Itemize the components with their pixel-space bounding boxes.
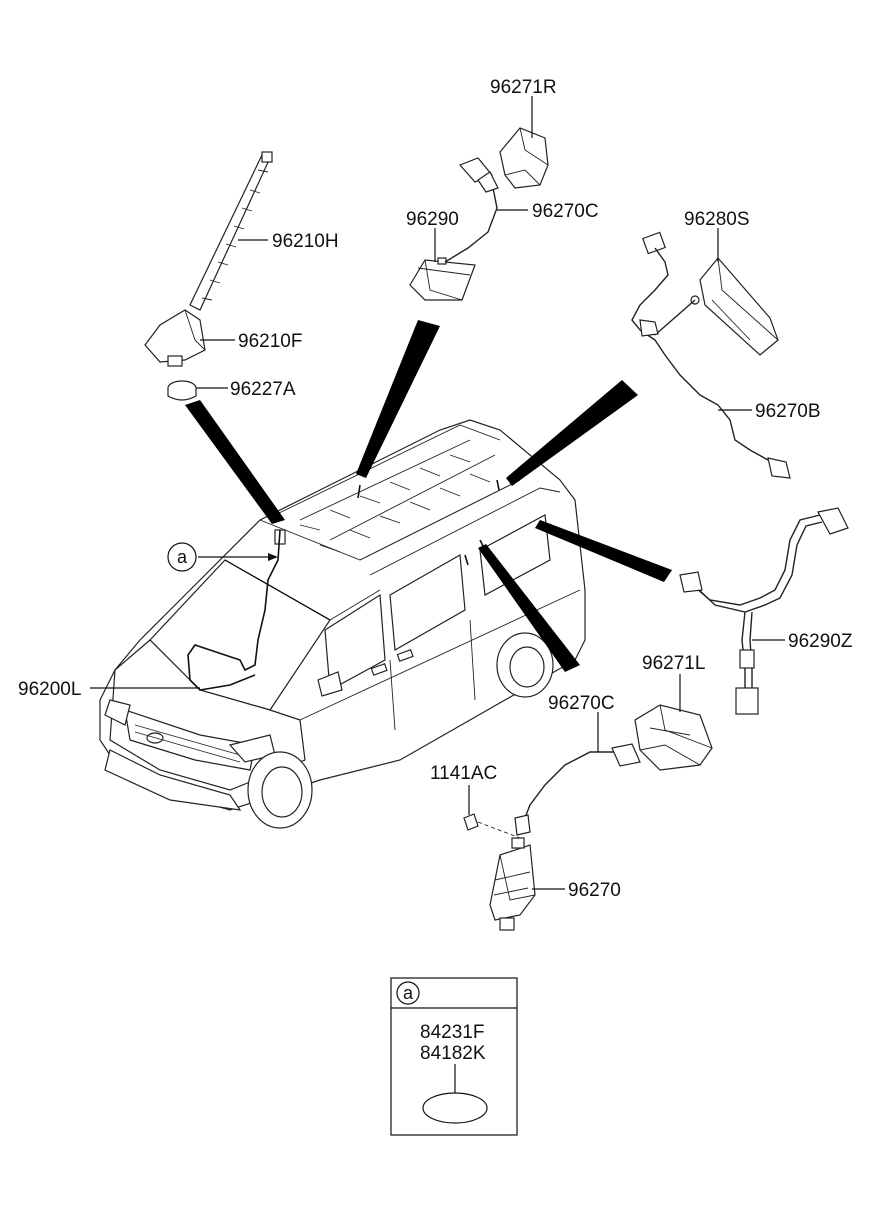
cable-96270b — [631, 247, 791, 479]
label-96270b: 96270B — [755, 401, 821, 422]
antenna-base — [144, 309, 206, 367]
label-96270: 96270 — [568, 880, 621, 901]
antenna-nut — [167, 380, 197, 401]
antenna-mast — [189, 151, 273, 311]
callout-a-symbol: a — [177, 547, 188, 567]
callout-a: a — [167, 542, 197, 572]
label-96210h: 96210H — [272, 231, 339, 252]
label-1141ac: 1141AC — [430, 763, 497, 784]
harness-96290z — [679, 507, 849, 715]
bracket-96271l — [634, 704, 713, 771]
screw-1141ac — [463, 813, 521, 839]
label-96210f: 96210F — [238, 331, 302, 352]
label-96290z: 96290Z — [788, 631, 853, 652]
label-96271r: 96271R — [490, 77, 557, 98]
leader-lines — [90, 96, 785, 890]
label-84231f: 84231F — [420, 1022, 484, 1043]
label-96270c-bottom: 96270C — [548, 693, 615, 714]
label-84182k: 84182K — [420, 1043, 486, 1064]
label-96271l: 96271L — [642, 653, 705, 674]
pointer-wedges — [185, 320, 672, 672]
cable-96270c-top — [444, 157, 499, 263]
cable-96270c-bottom — [514, 743, 641, 836]
label-96280s: 96280S — [684, 209, 750, 230]
module-96290 — [409, 257, 476, 301]
bracket-96271r — [499, 127, 549, 189]
van-illustration — [99, 419, 586, 829]
module-96270 — [489, 837, 536, 931]
module-96280s — [642, 231, 779, 356]
label-96227a: 96227A — [230, 379, 296, 400]
label-96200l: 96200L — [18, 679, 81, 700]
label-96290: 96290 — [406, 209, 459, 230]
plug-cap-shape — [422, 1092, 488, 1124]
label-96270c-top: 96270C — [532, 201, 599, 222]
part-labels: 96271R 96270C 96290 96280S 96210H 96210F… — [18, 77, 853, 1064]
legend-box: a — [390, 977, 518, 1136]
legend-callout-symbol: a — [403, 983, 414, 1003]
